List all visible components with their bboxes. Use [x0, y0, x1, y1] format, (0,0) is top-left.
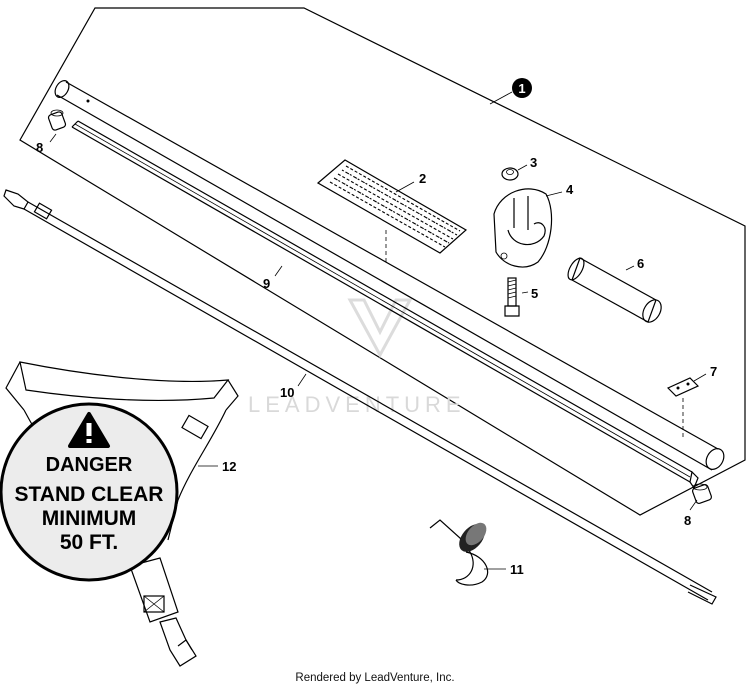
danger-line-3: MINIMUM [42, 507, 136, 530]
danger-line-2: STAND CLEAR [15, 483, 164, 506]
bushing-left [47, 109, 67, 131]
danger-title: DANGER [46, 454, 133, 476]
callout-6: 6 [637, 256, 644, 271]
liner [71, 120, 699, 490]
decal [316, 159, 468, 262]
bolt [504, 277, 520, 317]
hanger-spring [429, 519, 489, 586]
callout-5: 5 [531, 286, 538, 301]
leader-lines [49, 91, 707, 570]
callout-8-right: 8 [684, 513, 691, 528]
danger-warning: DANGER STAND CLEAR MINIMUM 50 FT. [0, 402, 179, 582]
callout-12: 12 [222, 459, 236, 474]
drive-tube [54, 80, 725, 471]
callout-4: 4 [566, 182, 574, 197]
handle-bracket [493, 188, 553, 268]
svg-text:LEADVENTURE: LEADVENTURE [248, 392, 466, 417]
mounting-plate [666, 377, 700, 438]
warning-triangle-icon [68, 412, 110, 448]
callout-1: 1 [512, 78, 532, 98]
bushing-right [691, 483, 713, 505]
footer-credit: Rendered by LeadVenture, Inc. [295, 672, 454, 684]
svg-text:1: 1 [518, 81, 525, 96]
callout-11: 11 [510, 562, 524, 577]
handle-grip [567, 257, 662, 323]
danger-line-4: 50 FT. [60, 531, 118, 554]
callout-2: 2 [419, 171, 426, 186]
callout-3: 3 [530, 155, 537, 170]
callout-7: 7 [710, 364, 717, 379]
callout-8-left: 8 [36, 140, 43, 155]
drive-shaft [3, 189, 717, 605]
watermark: LEADVENTURE [248, 298, 466, 417]
callout-10: 10 [280, 385, 294, 400]
nut [501, 167, 519, 181]
assembly-outline [19, 7, 746, 516]
callout-9: 9 [263, 276, 270, 291]
